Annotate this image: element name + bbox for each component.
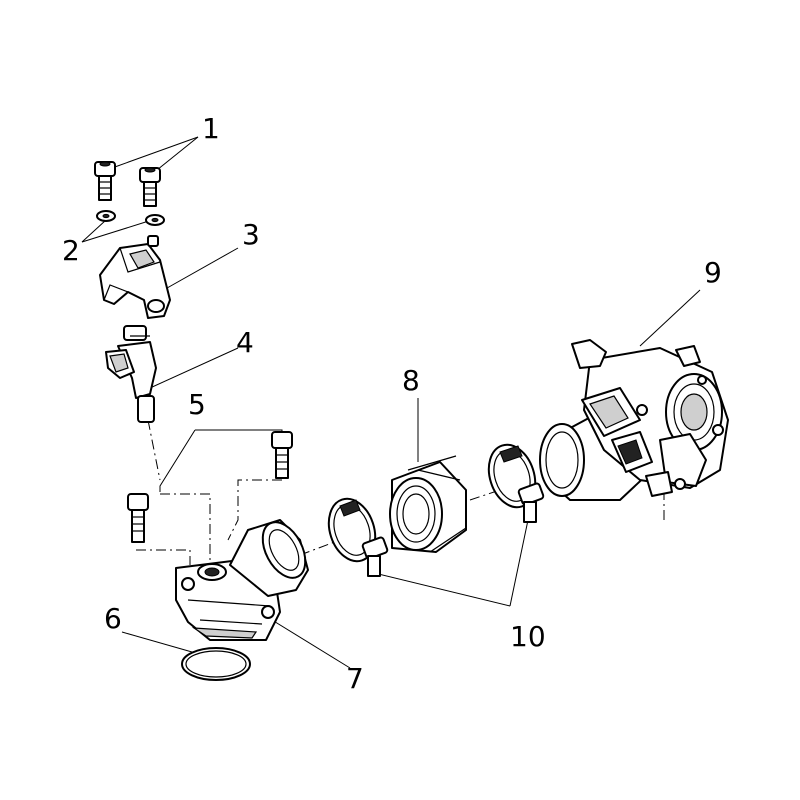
- callout-4: 4: [236, 326, 254, 359]
- callout-6: 6: [104, 602, 122, 635]
- hose-clamp-right: [487, 443, 545, 523]
- bolt-right: [139, 167, 161, 207]
- leader-lines: [81, 136, 701, 669]
- callout-3: 3: [242, 218, 260, 251]
- callout-2: 2: [62, 234, 80, 267]
- fuel-injector: [105, 325, 157, 423]
- callout-1: 1: [202, 112, 220, 145]
- callout-9: 9: [704, 256, 722, 289]
- intake-boot: [389, 455, 467, 553]
- washer-pair: [96, 210, 165, 226]
- flange-bolt-upper: [271, 431, 293, 479]
- callout-5: 5: [188, 388, 206, 421]
- callout-10: 10: [510, 620, 546, 653]
- intake-manifold: [175, 519, 309, 641]
- callout-7: 7: [346, 662, 364, 695]
- callout-numbers: 1 2 3 4 5 6 7 8 9 10: [62, 112, 722, 695]
- injector-holder: [99, 235, 171, 319]
- flange-bolt-lower: [127, 493, 149, 543]
- callout-8: 8: [402, 364, 420, 397]
- o-ring: [181, 647, 251, 681]
- hose-clamp-left: [327, 497, 389, 577]
- bolt-pair: [94, 161, 161, 207]
- throttle-body: [539, 339, 729, 501]
- bolt-left: [94, 161, 116, 201]
